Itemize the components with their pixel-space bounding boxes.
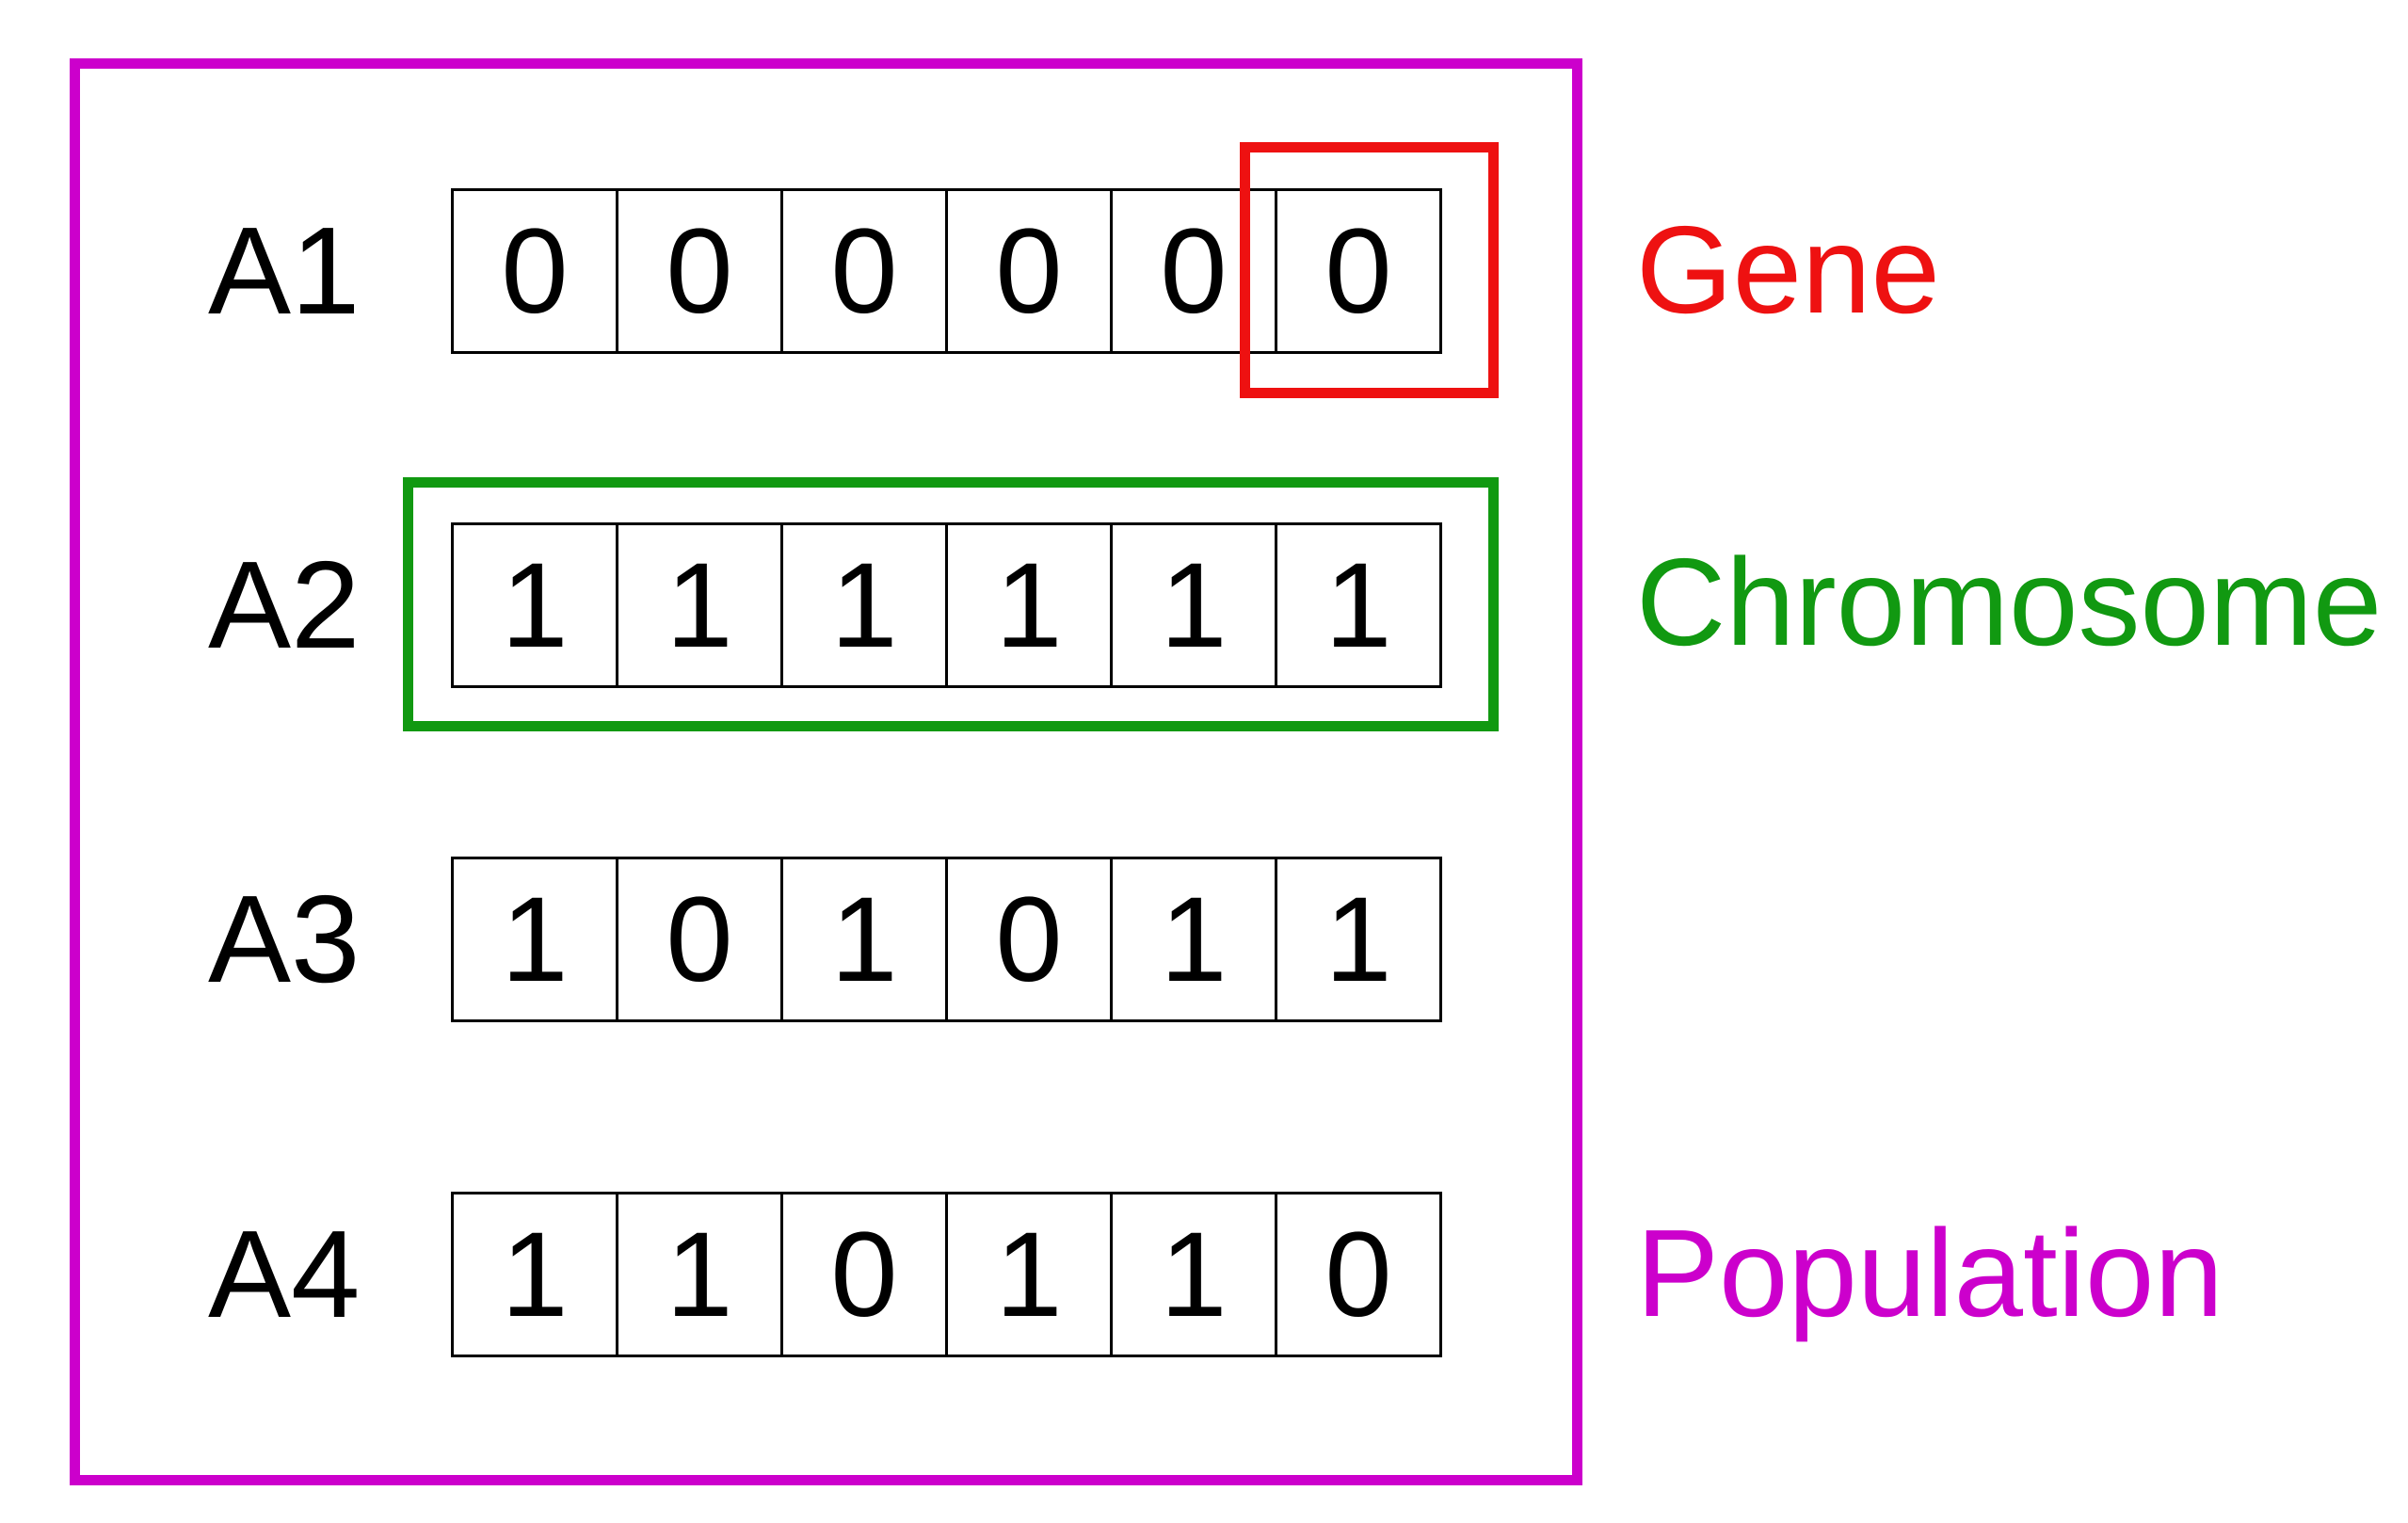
gene-cell: 1 xyxy=(1275,522,1442,688)
gene-cell: 0 xyxy=(780,1192,948,1357)
gene-cell: 1 xyxy=(1275,857,1442,1022)
chromosome-label: Chromosome xyxy=(1636,533,2383,671)
gene-cell: 1 xyxy=(616,1192,783,1357)
chromosome-row-label: A1 xyxy=(208,201,361,340)
gene-cell: 0 xyxy=(945,188,1113,354)
gene-highlight-box xyxy=(1240,142,1499,398)
gene-cell: 1 xyxy=(1110,522,1277,688)
chromosome-highlight-box xyxy=(403,477,1499,731)
gene-cell: 0 xyxy=(451,188,618,354)
chromosome-row-label: A3 xyxy=(208,870,361,1008)
gene-cell: 0 xyxy=(945,857,1113,1022)
population-box xyxy=(70,58,1582,1485)
population-label: Population xyxy=(1636,1204,2223,1342)
gene-cell: 1 xyxy=(780,522,948,688)
gene-cell: 1 xyxy=(945,1192,1113,1357)
gene-cell: 1 xyxy=(451,1192,618,1357)
chromosome-row-label: A2 xyxy=(208,536,361,674)
gene-cell: 1 xyxy=(451,522,618,688)
gene-label: Gene xyxy=(1636,200,1940,339)
gene-cell: 1 xyxy=(945,522,1113,688)
gene-cell: 1 xyxy=(451,857,618,1022)
gene-cell: 1 xyxy=(1110,1192,1277,1357)
gene-cell: 1 xyxy=(780,857,948,1022)
gene-cell: 1 xyxy=(1110,857,1277,1022)
gene-cell: 0 xyxy=(616,188,783,354)
gene-cell: 0 xyxy=(780,188,948,354)
gene-cell: 0 xyxy=(1275,188,1442,354)
gene-cell: 0 xyxy=(1275,1192,1442,1357)
chromosome-row-label: A4 xyxy=(208,1205,361,1343)
gene-cell: 0 xyxy=(616,857,783,1022)
